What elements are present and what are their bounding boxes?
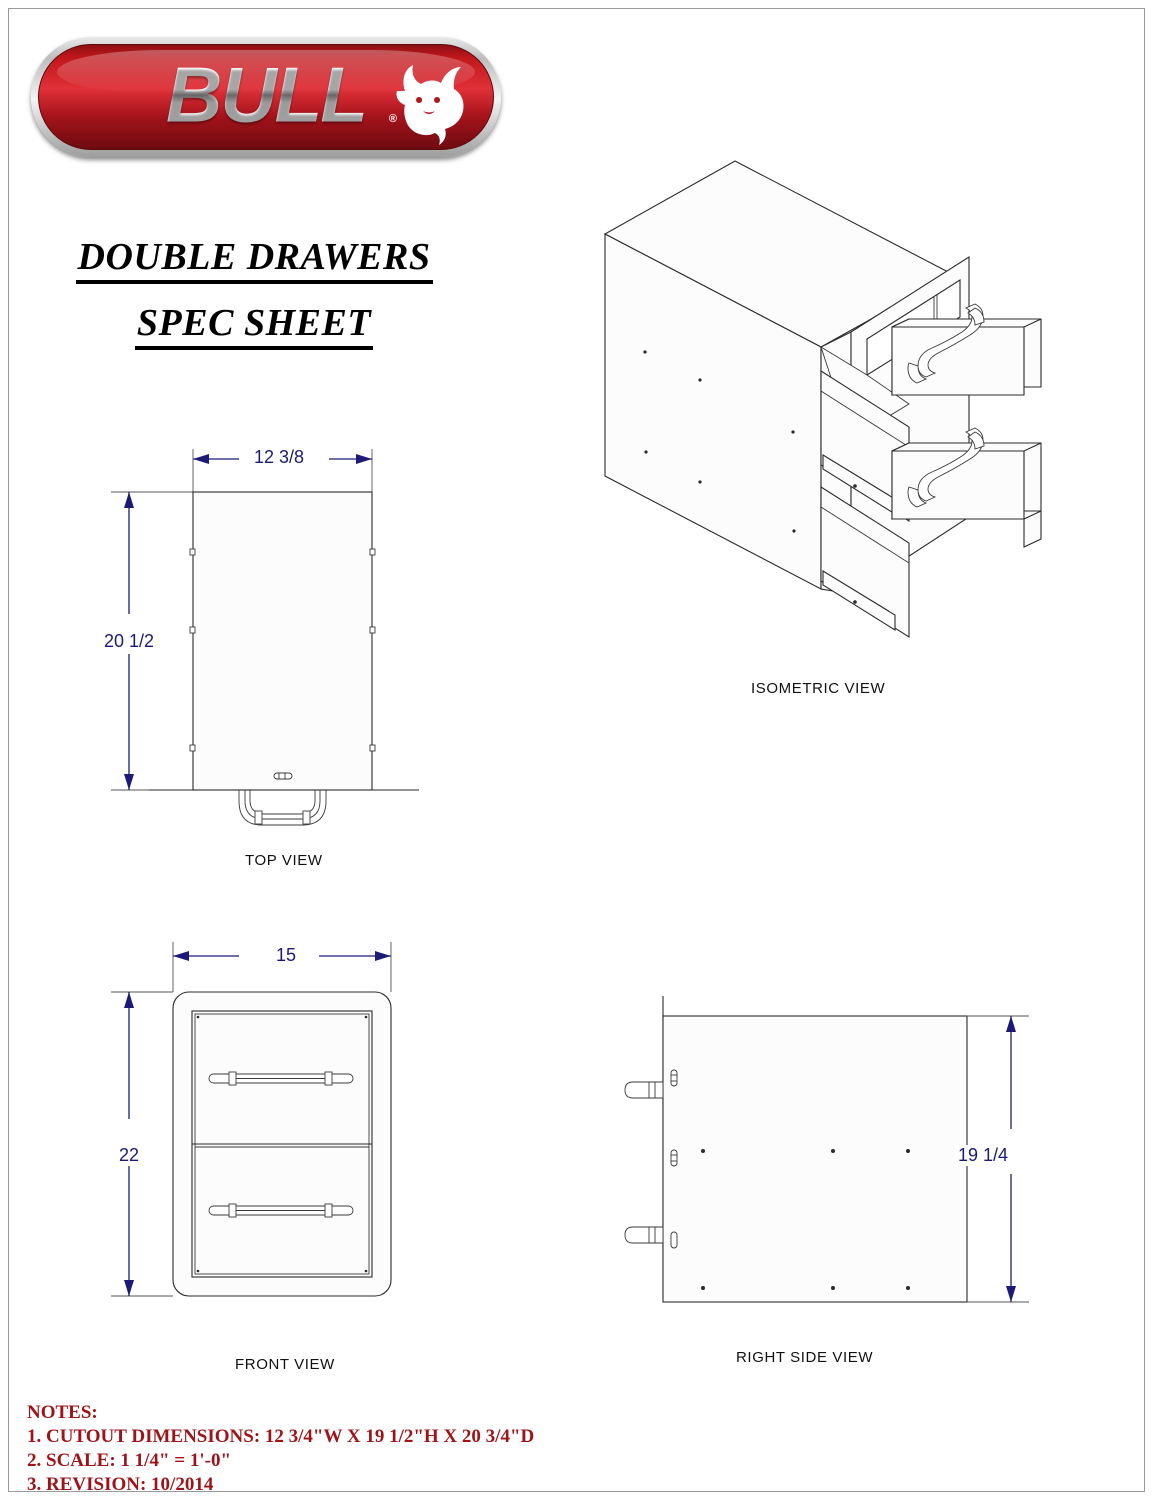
right-side-view-drawing: [624, 996, 1029, 1303]
top-view-handle-icon: [238, 790, 327, 826]
front-view-height-dimension: 22: [116, 1145, 143, 1166]
front-view-width-dimension: 15: [273, 945, 300, 966]
logo-badge-inner: BULL ®: [38, 44, 494, 150]
isometric-view-label: ISOMETRIC VIEW: [751, 680, 886, 697]
page-title-line2: SPEC SHEET: [19, 301, 489, 350]
top-view-width-dimension: 12 3/8: [251, 447, 308, 468]
bull-head-icon: [396, 65, 464, 145]
front-view-upper-handle-icon: [208, 1071, 354, 1086]
registered-trademark-icon: ®: [388, 113, 397, 125]
top-view-label: TOP VIEW: [245, 852, 323, 869]
right-side-view-height-dimension: 19 1/4: [955, 1145, 1012, 1166]
note-item-1: 1. CUTOUT DIMENSIONS: 12 3/4"W X 19 1/2"…: [27, 1426, 535, 1447]
logo-wordmark: BULL: [39, 50, 493, 141]
note-item-3: 3. REVISION: 10/2014: [27, 1474, 214, 1495]
notes-block: NOTES: 1. CUTOUT DIMENSIONS: 12 3/4"W X …: [27, 1401, 534, 1497]
side-view-upper-handle-icon: [624, 1081, 664, 1099]
isometric-lower-handle-icon: [907, 427, 985, 508]
isometric-view-drawing: [603, 160, 1042, 639]
isometric-upper-handle-icon: [907, 303, 985, 384]
top-view-height-dimension: 20 1/2: [101, 631, 158, 652]
notes-heading: NOTES:: [27, 1402, 98, 1423]
front-view-drawing: [111, 942, 392, 1297]
front-view-label: FRONT VIEW: [235, 1356, 335, 1373]
note-item-2: 2. SCALE: 1 1/4" = 1'-0": [27, 1450, 231, 1471]
top-view-drawing: [111, 449, 419, 826]
side-view-lower-handle-icon: [624, 1226, 664, 1244]
bull-logo: BULL ®: [31, 37, 501, 157]
spec-sheet-page: BULL ® DOUBLE DRAWERS SPEC SHEET: [8, 8, 1145, 1495]
right-side-view-label: RIGHT SIDE VIEW: [736, 1349, 874, 1366]
page-title-line1: DOUBLE DRAWERS: [19, 235, 489, 284]
front-view-lower-handle-icon: [208, 1203, 354, 1218]
